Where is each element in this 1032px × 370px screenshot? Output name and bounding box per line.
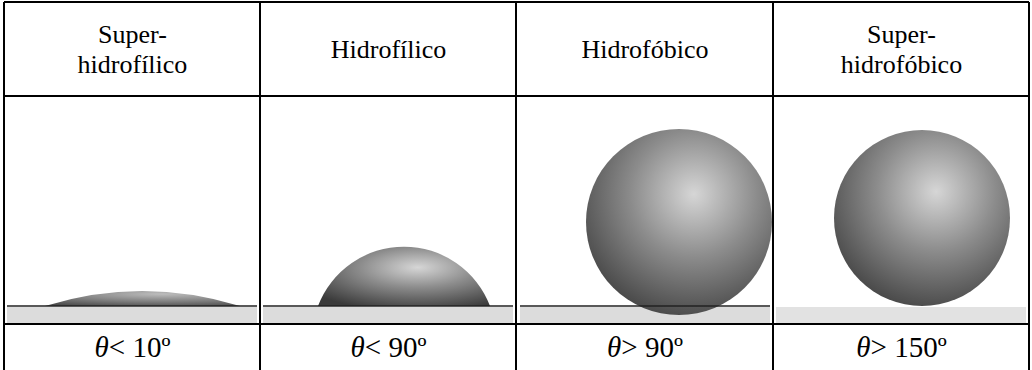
table-border [3,2,5,370]
surface-line [520,305,770,307]
column-header: Hidrofóbico [517,4,773,95]
column-header: Hidrofílico [261,4,516,95]
angle-value: > 150º [871,331,947,363]
formula-text: θ> 150º [856,331,946,364]
header-text: Super- hidrofílico [53,20,213,80]
formula-text: θ< 90º [351,331,427,364]
column-header: Super- hidrofílico [5,4,260,95]
column-header: Super- hidrofóbico [774,4,1029,95]
angle-value: > 90º [621,331,683,363]
substrate [263,307,513,323]
header-text: Super- hidrofóbico [817,20,987,80]
formula-text: θ> 90º [607,331,683,364]
theta-symbol: θ [95,331,109,363]
theta-symbol: θ [351,331,365,363]
angle-value: < 90º [365,331,427,363]
angle-formula: θ< 90º [261,326,516,370]
table-border [772,2,774,370]
droplet [45,291,240,306]
angle-formula: θ> 90º [517,326,773,370]
droplet [834,130,1010,306]
substrate [776,307,1026,323]
substrate [520,307,770,323]
droplet [318,247,490,306]
angle-formula: θ> 150º [774,326,1029,370]
droplet [586,129,772,315]
surface-line [7,305,257,307]
theta-symbol: θ [607,331,621,363]
table-border [1028,2,1030,370]
angle-formula: θ< 10º [5,326,260,370]
table-border [259,2,261,370]
theta-symbol: θ [856,331,870,363]
table-border [515,2,517,370]
substrate [7,307,257,323]
surface-line [263,305,513,307]
header-text: Hidrofóbico [581,35,708,65]
angle-value: < 10º [109,331,171,363]
header-text: Hidrofílico [331,35,447,65]
formula-text: θ< 10º [95,331,171,364]
